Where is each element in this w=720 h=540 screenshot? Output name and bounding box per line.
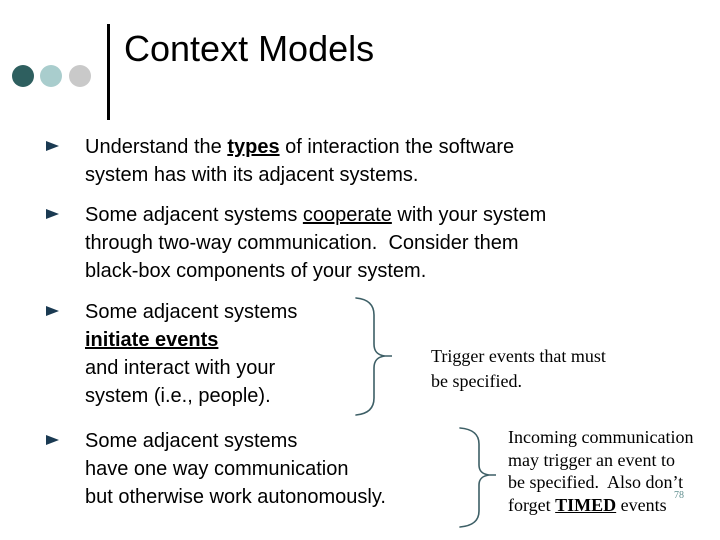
bullet-text-segment: and interact with your system (i.e., peo…: [85, 357, 276, 407]
deco-dot-light-teal: [40, 65, 62, 87]
bullet-arrow-icon: [46, 141, 59, 151]
bullet-text-segment: Some adjacent systems have one way commu…: [85, 430, 386, 508]
bullet-text-segment: of interaction the software system has w…: [85, 136, 515, 186]
bullet-text-segment: Some adjacent systems: [85, 301, 298, 323]
right-brace-icon: [352, 294, 396, 420]
bullet-text-segment-emphasis: initiate events: [85, 329, 219, 351]
annotation-trigger-events: Trigger events that must be specified.: [431, 344, 651, 394]
bullet-arrow-icon: [46, 435, 59, 445]
bullet-item-1: Understand the types of interaction the …: [85, 133, 665, 189]
bullet-item-4: Some adjacent systems have one way commu…: [85, 427, 665, 511]
annotation-text-segment: events: [616, 494, 667, 515]
bullet-arrow-icon: [46, 306, 59, 316]
annotation-incoming-communication: Incoming communication may trigger an ev…: [508, 426, 720, 516]
annotation-text-segment-emphasis: TIMED: [555, 494, 617, 515]
deco-dot-dark-teal: [12, 65, 34, 87]
right-brace-icon: [456, 424, 500, 532]
bullet-text-segment: Some adjacent systems: [85, 204, 303, 226]
bullet-arrow-icon: [46, 209, 59, 219]
bullet-text-segment: with your system through two-way communi…: [85, 204, 547, 282]
bullet-item-3: Some adjacent systems initiate events an…: [85, 298, 665, 410]
bullet-item-2: Some adjacent systems cooperate with you…: [85, 201, 665, 285]
bullet-text-segment-emphasis: types: [227, 136, 280, 158]
slide-number: 78: [674, 490, 684, 501]
title-divider-line: [107, 24, 110, 120]
slide-title: Context Models: [124, 28, 375, 69]
annotation-text-segment: Incoming communication may trigger an ev…: [508, 427, 694, 515]
bullet-text-segment: Understand the: [85, 136, 228, 158]
deco-dot-gray: [69, 65, 91, 87]
bullet-text-segment-emphasis: cooperate: [302, 204, 392, 226]
annotation-text-segment: Trigger events that must be specified.: [431, 346, 606, 391]
